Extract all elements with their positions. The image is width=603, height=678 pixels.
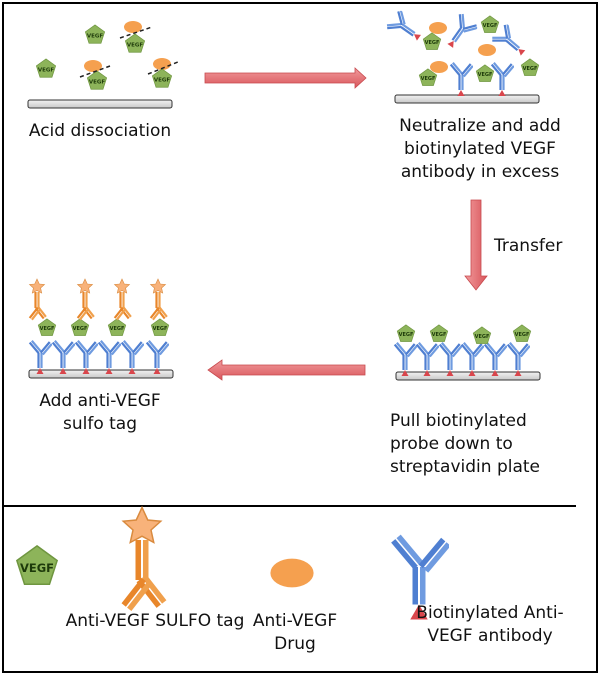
arrow-right (204, 67, 367, 89)
vegf-icon (472, 326, 492, 344)
legend-drug-icon (270, 558, 314, 588)
diagram-frame (2, 2, 598, 673)
arrow-left (207, 359, 366, 381)
vegf-icon (124, 33, 146, 53)
biotin-antibody-icon (490, 62, 514, 96)
panel-pull-down (393, 324, 541, 381)
label-line: streptavidin plate (390, 457, 541, 477)
legend-sulfo-tag-icon (120, 506, 168, 613)
dissociation-line (79, 65, 111, 78)
panel-neutralize (384, 7, 540, 104)
legend-sulfo-label: Anti-VEGF SULFO tag (65, 611, 245, 631)
panel-sulfo-tag (28, 278, 174, 379)
biotin-antibody-icon (441, 11, 481, 54)
biotin-antibody-icon (449, 62, 473, 96)
vegf-icon (107, 318, 127, 336)
label-line: antibody in excess (400, 162, 560, 182)
step-sulfo-label: Add anti-VEGF sulfo tag (20, 390, 180, 436)
panel-acid-dissociation (27, 21, 179, 109)
vegf-icon (520, 58, 540, 76)
label-line: biotinylated VEGF (404, 139, 556, 159)
label-line: Add anti-VEGF (39, 391, 161, 411)
label-line: VEGF antibody (427, 626, 553, 646)
label-line: sulfo tag (62, 414, 138, 434)
biotin-antibody-icon (460, 342, 484, 376)
arrow-down (464, 199, 488, 291)
label-line: Biotinylated Anti- (416, 603, 564, 623)
label-line: Pull biotinylated (390, 411, 527, 431)
biotin-antibody-icon (438, 342, 462, 376)
biotin-antibody-icon (415, 342, 439, 376)
vegf-icon (70, 318, 90, 336)
biotin-antibody-icon (28, 340, 52, 374)
transfer-label: Transfer (494, 236, 563, 256)
sulfo-tag-antibody-icon (28, 278, 48, 321)
biotin-antibody-icon (51, 340, 75, 374)
label-line: Anti-VEGF (252, 611, 338, 631)
sulfo-tag-antibody-icon (149, 278, 169, 321)
plate (395, 371, 541, 381)
biotin-antibody-icon (384, 7, 427, 47)
vegf-icon (429, 324, 449, 342)
dissociation-line (147, 61, 179, 75)
vegf-icon (475, 64, 495, 82)
plate (27, 99, 173, 109)
step-acid-label: Acid dissociation (28, 121, 172, 141)
vegf-icon (84, 24, 106, 44)
vegf-icon (35, 58, 57, 78)
drug-icon (429, 22, 447, 34)
biotin-antibody-icon (74, 340, 98, 374)
vegf-icon (396, 324, 416, 342)
sulfo-tag-antibody-icon (76, 278, 96, 321)
label-line: Neutralize and add (399, 116, 561, 136)
label-line: probe down to (390, 434, 513, 454)
dissociation-line (119, 26, 153, 39)
biotin-antibody-icon (506, 342, 530, 376)
legend-divider (2, 505, 576, 507)
legend-biotin-antibody-label: Biotinylated Anti- VEGF antibody (400, 602, 580, 648)
legend-vegf-icon (15, 544, 59, 586)
plate (28, 369, 174, 379)
sulfo-tag-antibody-icon (113, 278, 133, 321)
biotin-antibody-icon (97, 340, 121, 374)
legend-drug-label: Anti-VEGF Drug (245, 610, 345, 656)
drug-icon (84, 60, 102, 72)
step-neutralize-label: Neutralize and add biotinylated VEGF ant… (380, 115, 580, 184)
vegf-icon (150, 318, 170, 336)
biotin-antibody-icon (483, 342, 507, 376)
drug-icon (124, 21, 142, 33)
vegf-icon (512, 324, 532, 342)
label-line: Drug (274, 634, 316, 654)
vegf-icon (422, 32, 442, 50)
drug-icon (478, 44, 496, 56)
biotin-antibody-icon (393, 342, 417, 376)
biotin-antibody-icon (120, 340, 144, 374)
biotin-antibody-icon (145, 340, 169, 374)
drug-icon (430, 61, 448, 73)
step-pull-label: Pull biotinylated probe down to streptav… (380, 410, 590, 479)
vegf-icon (480, 15, 500, 33)
vegf-icon (37, 318, 57, 336)
plate (394, 94, 540, 104)
